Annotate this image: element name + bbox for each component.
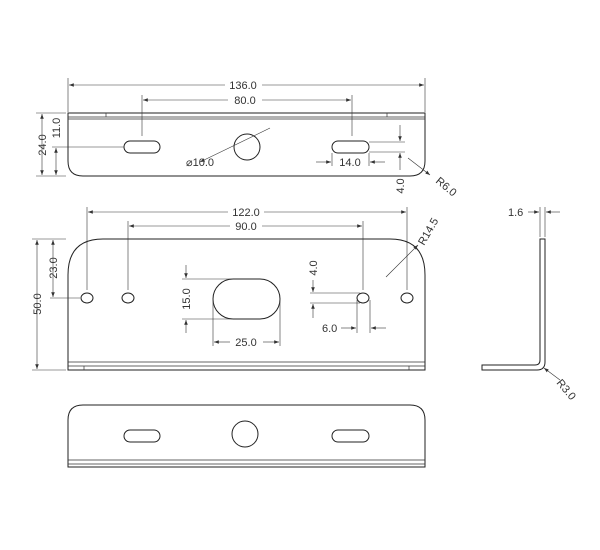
dim-hole-width: 6.0	[322, 323, 337, 335]
dim-height: 50.0	[32, 293, 44, 314]
center-hole	[231, 420, 259, 448]
side-view-profile	[481, 238, 546, 371]
mount-hole	[400, 292, 414, 304]
top-view: 136.0 80.0 24.0 11.0 ⌀10.0 14.0 4.0 R6.0	[36, 78, 459, 199]
top-view-outline	[67, 112, 426, 177]
center-slot	[212, 278, 281, 320]
dim-thickness: 1.6	[508, 207, 523, 219]
dim-slot-offset: 11.0	[51, 118, 63, 139]
side-view: 1.6 R3.0	[481, 207, 578, 403]
front-view: 122.0 90.0 50.0 23.0 15.0 25.0 4.0 6.0 R…	[32, 207, 441, 371]
dim-corner-radius-top: R6.0	[433, 175, 459, 199]
dim-hole-diameter: ⌀10.0	[186, 157, 214, 169]
dim-overall-width: 136.0	[229, 80, 257, 92]
dim-hole-height: 4.0	[308, 260, 320, 275]
dim-outer-hole-spacing: 122.0	[232, 207, 260, 219]
dim-slot-length: 25.0	[235, 337, 256, 349]
dim-slot-spacing: 80.0	[234, 95, 255, 107]
dim-height: 24.0	[37, 134, 49, 155]
dim-bend-radius: R3.0	[554, 377, 578, 403]
dim-inner-hole-spacing: 90.0	[235, 221, 256, 233]
left-slot	[123, 140, 161, 154]
dim-hole-offset: 23.0	[48, 257, 60, 278]
right-slot	[331, 429, 370, 443]
bottom-view	[67, 404, 426, 468]
dim-slot-height: 15.0	[181, 288, 193, 309]
right-slot	[331, 140, 370, 154]
left-slot	[123, 429, 161, 443]
dim-slot-width: 4.0	[395, 178, 407, 193]
dim-corner-radius-front: R14.5	[416, 216, 441, 247]
mount-hole	[356, 292, 370, 304]
dim-slot-length: 14.0	[339, 157, 360, 169]
front-view-outline	[67, 238, 426, 371]
center-hole	[233, 133, 261, 161]
mount-hole	[121, 292, 135, 304]
bottom-view-outline	[67, 404, 426, 468]
mount-hole	[80, 292, 94, 304]
